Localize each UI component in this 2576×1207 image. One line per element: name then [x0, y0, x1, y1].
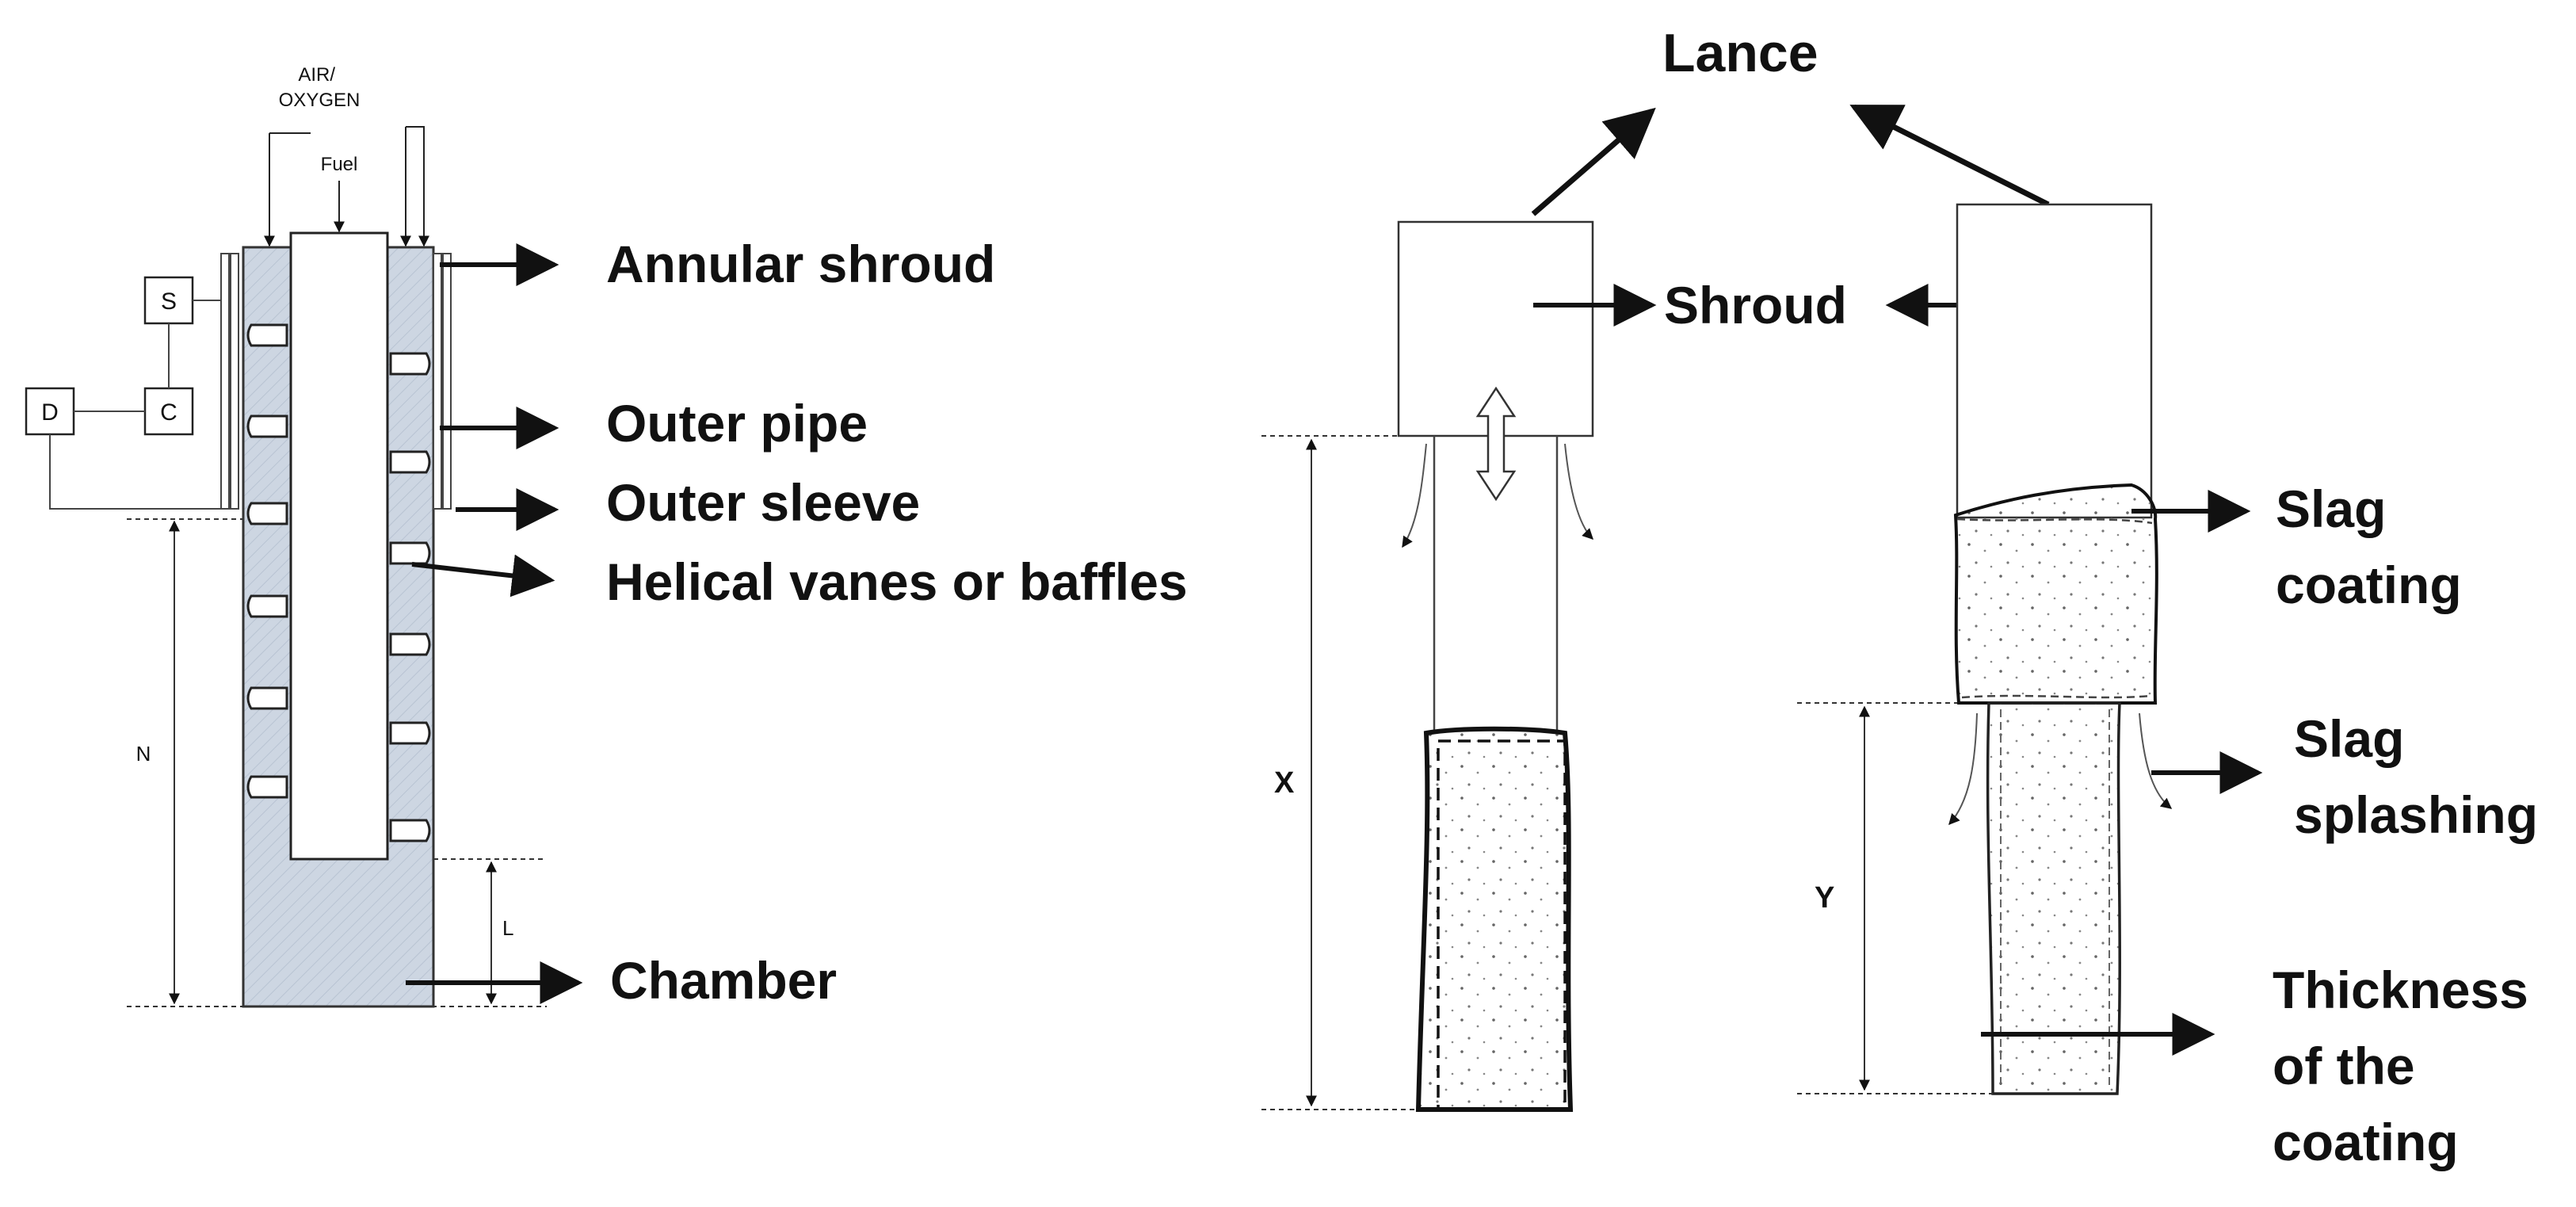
- outer-sleeve-right-inner: [442, 253, 452, 510]
- slag-sample-left: [1415, 726, 1574, 1112]
- label-line: splashing: [2294, 785, 2538, 844]
- dimension-n: [127, 518, 547, 1007]
- label-line: coating: [2276, 556, 2462, 614]
- outer-sleeve-right: [433, 253, 442, 510]
- sensor-box-label: S: [161, 288, 177, 315]
- fuel-pipe: [289, 231, 389, 861]
- driver-box-label: D: [41, 399, 59, 426]
- left-callout-arrows: [406, 243, 583, 1004]
- outer-sleeve-left-inner: [230, 253, 239, 510]
- label-line: of the: [2273, 1037, 2415, 1095]
- dimension-y: [1797, 702, 1993, 1094]
- label-line: Slag: [2294, 709, 2404, 768]
- lance-label: Lance: [1662, 23, 1818, 83]
- controller-box: [143, 387, 194, 436]
- slag-coating-block: [1953, 483, 2158, 705]
- dimension-x: [1261, 435, 1418, 1110]
- label-line: AIR/: [298, 64, 335, 86]
- shroud-label: Shroud: [1664, 276, 1847, 334]
- dimension-n-label: N: [136, 742, 151, 766]
- chamber-label: Chamber: [610, 951, 837, 1010]
- slag-splashing-label: Slag splashing: [2294, 709, 2538, 844]
- label-line: coating: [2273, 1113, 2459, 1171]
- dimension-y-label: Y: [1815, 881, 1834, 915]
- right-lance-diagram: Y Slag coating Slag splashing Thickness …: [1797, 203, 2543, 1171]
- dimension-x-label: X: [1274, 766, 1295, 800]
- left-burner-diagram: AIR/ OXYGEN Fuel S C D N L: [25, 64, 1188, 1010]
- coated-pipe: [1986, 701, 2121, 1095]
- controller-box-label: C: [160, 399, 177, 426]
- control-wiring: [49, 300, 221, 510]
- lance-box-right: [1956, 203, 2153, 519]
- label-line: Thickness: [2273, 961, 2528, 1019]
- middle-lance-diagram: Lance Shroud X: [1261, 23, 2050, 1112]
- air-oxygen-label: AIR/ OXYGEN: [279, 64, 361, 111]
- annular-shroud-label: Annular shroud: [606, 235, 995, 293]
- sensor-box: [143, 276, 194, 325]
- dimension-l: [433, 858, 547, 1005]
- fuel-label: Fuel: [321, 154, 358, 175]
- right-callout-arrows: [1981, 490, 2263, 1056]
- helical-vanes-left: [246, 323, 288, 799]
- movement-arrow: [1475, 386, 1517, 502]
- thickness-label: Thickness of the coating: [2273, 961, 2543, 1171]
- dimension-l-label: L: [502, 916, 513, 940]
- inlet-lines: [264, 126, 429, 247]
- outer-sleeve-label: Outer sleeve: [606, 473, 920, 532]
- helical-vanes-right: [389, 352, 431, 842]
- slag-coating-label: Slag coating: [2276, 479, 2462, 614]
- label-line: OXYGEN: [279, 90, 361, 111]
- helical-vanes-label: Helical vanes or baffles: [606, 552, 1188, 611]
- lance-arrows: [1531, 104, 2050, 216]
- label-line: Slag: [2276, 479, 2386, 538]
- outer-pipe-label: Outer pipe: [606, 394, 868, 453]
- outer-sleeve-left: [220, 253, 230, 510]
